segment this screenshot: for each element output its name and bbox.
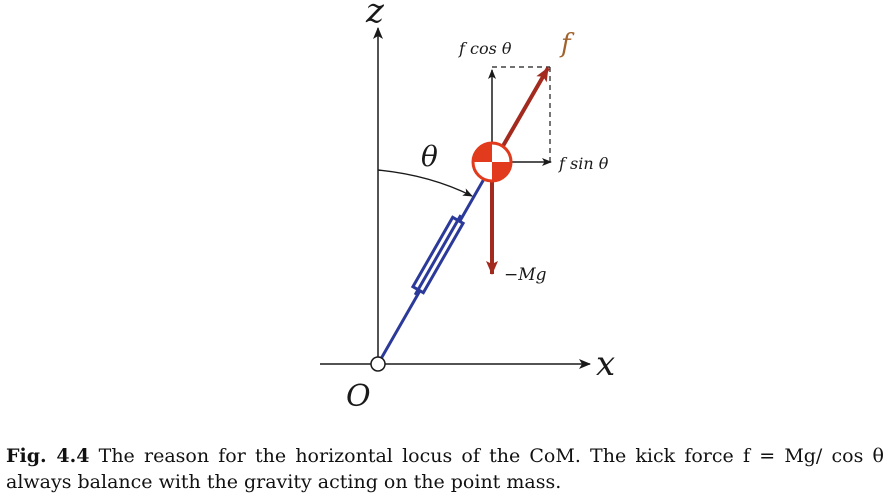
z-axis-label: z	[365, 0, 385, 31]
figure-caption: Fig. 4.4 The reason for the horizontal l…	[6, 443, 884, 495]
force-label: f	[559, 29, 575, 59]
figure-diagram: z x O θ f f cos θ f sin θ −Mg	[320, 0, 615, 414]
leg-sleeve	[410, 214, 466, 296]
origin-label: O	[346, 379, 371, 414]
angle-label: θ	[421, 140, 438, 173]
com-marker	[471, 141, 513, 183]
figure-caption-text: The reason for the horizontal locus of t…	[6, 445, 884, 493]
force-vertical-component-label: f cos θ	[458, 39, 512, 58]
angle-arc	[377, 169, 473, 197]
force-horizontal-component-label: f sin θ	[558, 154, 609, 173]
gravity-label: −Mg	[504, 265, 547, 285]
figure-caption-label: Fig. 4.4	[6, 445, 90, 467]
origin-point	[370, 356, 386, 372]
x-axis-label: x	[596, 344, 615, 384]
